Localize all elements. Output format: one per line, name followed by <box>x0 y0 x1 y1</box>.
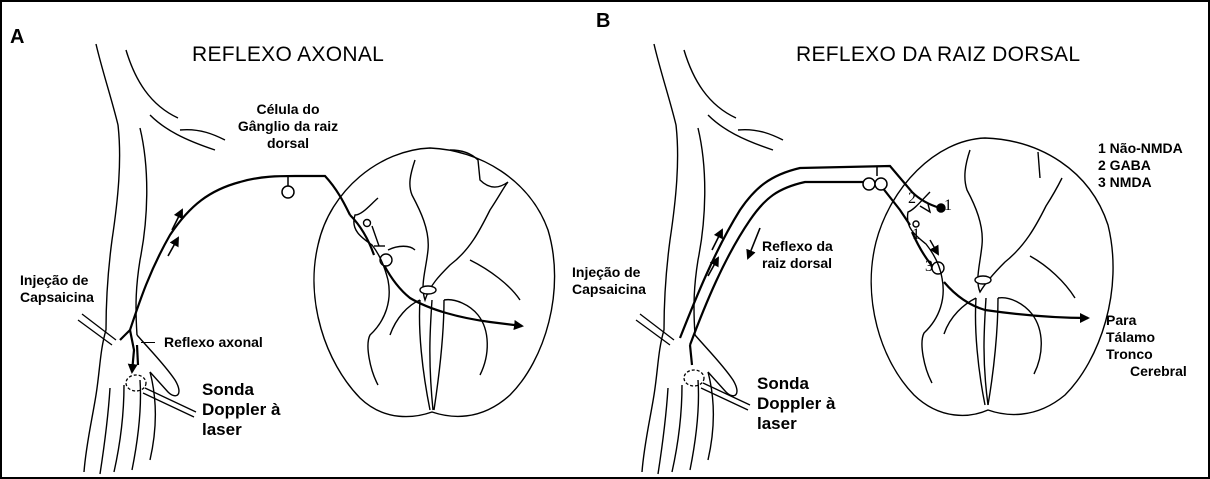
probe-label-b-line-3: laser <box>757 414 835 434</box>
central-canal-b <box>975 276 991 284</box>
synapse-number-3: 3 <box>925 258 933 276</box>
target-line-2: Tálamo <box>1106 329 1187 346</box>
ganglion-cell-a <box>282 176 294 198</box>
probe-label-line-1: Sonda <box>202 380 280 400</box>
reflex-label-leader-a <box>141 342 155 343</box>
panel-title-a: REFLEXO AXONAL <box>192 43 384 67</box>
synapse-number-2: 2 <box>908 190 916 208</box>
injection-label-b: Injeção de Capsaicina <box>572 264 646 298</box>
needle-a <box>78 314 116 345</box>
probe-b <box>684 370 750 410</box>
panel-letter-b: B <box>596 10 610 33</box>
synapse-number-1-mid: 1 <box>912 226 920 244</box>
probe-label-b-line-1: Sonda <box>757 374 835 394</box>
injection-label-b-line-1: Injeção de <box>572 264 646 281</box>
receptor-legend: 1 Não-NMDA 2 GABA 3 NMDA <box>1098 140 1183 191</box>
reflex-label-a: Reflexo axonal <box>164 334 263 351</box>
ganglion-label-line-3: dorsal <box>228 135 348 152</box>
ganglion-cells-b <box>863 166 887 190</box>
neuron-path-b <box>680 166 1088 365</box>
injection-label-line-1: Injeção de <box>20 272 94 289</box>
spinal-cord-b <box>871 138 1113 415</box>
ganglion-cell-label-a: Célula do Gânglio da raiz dorsal <box>228 101 348 152</box>
legend-item-1: 1 Não-NMDA <box>1098 140 1183 157</box>
probe-label-line-2: Doppler à <box>202 400 280 420</box>
target-line-3: Tronco <box>1106 346 1187 363</box>
probe-label-a: Sonda Doppler à laser <box>202 380 280 440</box>
target-line-4: Cerebral <box>1106 363 1187 380</box>
panel-title-b: REFLEXO DA RAIZ DORSAL <box>796 43 1080 67</box>
ganglion-label-line-2: Gânglio da raiz <box>228 118 348 135</box>
probe-label-b-line-2: Doppler à <box>757 394 835 414</box>
target-label: Para Tálamo Tronco Cerebral <box>1106 312 1187 380</box>
probe-a <box>126 375 196 417</box>
needle-b <box>636 314 674 345</box>
probe-label-b: Sonda Doppler à laser <box>757 374 835 434</box>
dorsal-root-reflex-label: Reflexo da raiz dorsal <box>762 238 833 272</box>
target-line-1: Para <box>1106 312 1187 329</box>
dorsal-reflex-line-2: raiz dorsal <box>762 255 833 272</box>
synapse-number-1-top: 1 <box>944 197 952 215</box>
dorsal-reflex-line-1: Reflexo da <box>762 238 833 255</box>
spinal-cord-a <box>314 148 555 417</box>
injection-label-line-2: Capsaicina <box>20 289 94 306</box>
legend-item-3: 3 NMDA <box>1098 174 1183 191</box>
panel-letter-a: A <box>10 26 24 49</box>
probe-label-line-3: laser <box>202 420 280 440</box>
legend-item-2: 2 GABA <box>1098 157 1183 174</box>
central-canal-a <box>420 286 436 294</box>
injection-label-b-line-2: Capsaicina <box>572 281 646 298</box>
ganglion-label-line-1: Célula do <box>228 101 348 118</box>
injection-label-a: Injeção de Capsaicina <box>20 272 94 306</box>
